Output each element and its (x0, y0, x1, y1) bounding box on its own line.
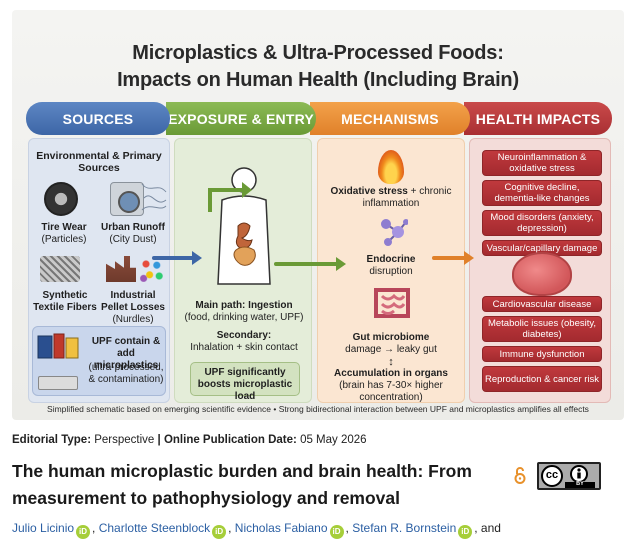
orcid-icon[interactable]: iD (329, 525, 344, 539)
banner-mechanisms: MECHANISMS (310, 102, 470, 135)
bidirectional-arrow-icon: ↕ (388, 356, 394, 368)
human-body-icon (217, 167, 271, 285)
oxidative-bold: Oxidative stress (330, 186, 408, 197)
washing-machine-icon (110, 182, 144, 216)
editorial-type-label: Editorial Type: (12, 434, 92, 446)
title-line-2: Impacts on Human Health (Including Brain… (117, 69, 519, 91)
intestine-icon (374, 288, 410, 318)
ufp-source-sub: (ultra-processed, & contamination) (88, 362, 164, 385)
health-item-2: Cognitive decline, dementia-like changes (482, 180, 602, 206)
health-item-5: Cardiovascular disease (482, 296, 602, 312)
tire-wear-sub: (Particles) (41, 234, 87, 245)
ufp-boost-label: UPF significantly boosts microplastic lo… (197, 367, 293, 402)
urban-runoff-label: Urban Runoff (101, 222, 165, 233)
textile-fibers-label: Synthetic Textile Fibers (33, 290, 97, 313)
health-item-6: Metabolic issues (obesity, diabetes) (482, 316, 602, 342)
arrow-sources-to-body (152, 251, 202, 265)
title-line-1: Microplastics & Ultra-Processed Foods: (132, 42, 504, 64)
open-access-lock-icon (514, 467, 526, 484)
health-item-8: Reproduction & cancer risk (482, 366, 602, 392)
endocrine-bold: Endocrine (366, 254, 416, 265)
gut-bold: Gut microbiome (352, 332, 430, 343)
author-link-4[interactable]: Stefan R. Bornstein (352, 521, 457, 535)
flame-icon (378, 150, 404, 184)
infographic-title: Microplastics & Ultra-Processed Foods: I… (12, 40, 624, 94)
tire-wear-label: Tire Wear (41, 222, 87, 233)
infographic-caption: Simplified schematic based on emerging s… (47, 404, 589, 414)
author-link-3[interactable]: Nicholas Fabiano (234, 521, 328, 535)
banner-sources: SOURCES (26, 102, 170, 135)
sources-heading: Environmental & Primary Sources (36, 150, 162, 174)
publication-date-label: Online Publication Date: (163, 434, 297, 446)
gut-rest: damage → leaky gut (345, 344, 437, 355)
brain-icon (512, 252, 572, 296)
cc-text: cc (545, 469, 559, 481)
cc-by-license-badge[interactable]: cc BY (537, 462, 601, 490)
ufp-source-title: UPF contain & add microplastics (91, 336, 161, 371)
editorial-type-value: Perspective (94, 434, 155, 446)
health-item-3: Mood disorders (anxiety, depression) (482, 210, 602, 236)
secondary-sub: Inhalation + skin contact (190, 342, 298, 353)
by-text: BY (576, 481, 584, 487)
endocrine-rest: disruption (369, 266, 413, 277)
orcid-icon[interactable]: iD (76, 525, 91, 539)
author-link-2[interactable]: Charlotte Steenblock (98, 521, 211, 535)
urban-runoff-sub: (City Dust) (109, 234, 157, 245)
orcid-icon[interactable]: iD (458, 525, 473, 539)
meta-divider: | (157, 434, 161, 446)
health-item-1: Neuroinflammation & oxidative stress (482, 150, 602, 176)
article-title-line-1: The human microplastic burden and brain … (12, 461, 472, 481)
main-path-sub: (food, drinking water, UPF) (184, 312, 304, 323)
arrow-mechanisms-to-health (432, 251, 474, 265)
orcid-icon[interactable]: iD (212, 525, 227, 539)
pellet-losses-label: Industrial Pellet Losses (101, 290, 165, 313)
pellet-losses-sub: (Nurdles) (112, 314, 154, 325)
arrow-body-to-mechanisms (274, 257, 346, 271)
authors-tail: , and (474, 521, 501, 535)
cc-license-icon (541, 465, 595, 488)
banner-exposure-entry: EXPOSURE & ENTRY (166, 102, 316, 135)
ufp-boost-box (190, 362, 300, 396)
tire-icon (44, 182, 78, 216)
accumulation-bold: Accumulation in organs (334, 368, 448, 379)
publication-date-value: 05 May 2026 (300, 434, 367, 446)
article-title-line-2: measurement to pathophysiology and remov… (12, 488, 400, 508)
health-item-7: Immune dysfunction (482, 346, 602, 362)
oxidative-rest: + chronic inflammation (362, 186, 452, 209)
main-path-label: Main path: Ingestion (195, 300, 293, 311)
infographic: Microplastics & Ultra-Processed Foods: I… (12, 10, 624, 420)
textile-fibers-icon (40, 256, 80, 282)
dust-fibers-icon (141, 183, 167, 211)
food-tray-icon (38, 376, 78, 390)
molecule-icon (381, 219, 408, 246)
oxidative-stress-label: Oxidative stress + chronic inflammation (322, 186, 460, 210)
article-title-link[interactable]: The human microplastic burden and brain … (12, 458, 512, 512)
inhalation-arrow-icon (208, 182, 252, 212)
article-meta-line: Editorial Type: Perspective | Online Pub… (12, 434, 367, 446)
packaged-food-icon (37, 333, 79, 359)
banner-health-impacts: HEALTH IMPACTS (464, 102, 612, 135)
accumulation-rest: (brain has 7-30× higher concentration) (339, 380, 443, 403)
secondary-label: Secondary: (216, 330, 272, 341)
pellets-icon (140, 258, 164, 282)
author-link-1[interactable]: Julio Licinio (12, 521, 75, 535)
